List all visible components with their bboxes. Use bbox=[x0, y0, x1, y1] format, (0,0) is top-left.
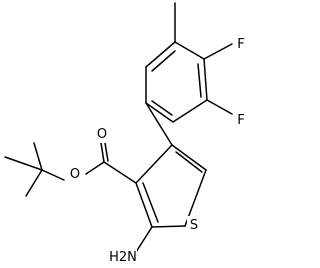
bond-c2-c3 bbox=[135, 182, 153, 228]
bond-ph-c4-c5 bbox=[203, 58, 208, 101]
bond-ph-c4-c5-inner bbox=[197, 63, 202, 98]
bond-c2-c3-double bbox=[142, 182, 159, 223]
thiophene-ring bbox=[135, 144, 207, 253]
bond-c3-c4 bbox=[135, 144, 173, 184]
bond-c-f-upper bbox=[203, 43, 233, 60]
bond-carbonyl-to-ring bbox=[103, 161, 137, 184]
bond-s-c2 bbox=[151, 225, 186, 228]
bond-ph-c5-c6 bbox=[172, 99, 208, 123]
bond-c4-c5 bbox=[171, 144, 207, 171]
bond-ph-c6-c1-inner bbox=[151, 100, 173, 116]
atom-fluorine-upper: F bbox=[237, 37, 244, 52]
bond-carbonyl-c-o-double-a bbox=[100, 142, 105, 163]
bond-ph-c2-c3 bbox=[145, 41, 176, 68]
bond-c2-n bbox=[135, 226, 153, 253]
molecule-structure: O O F F S H2N bbox=[4, 2, 249, 266]
atom-oxygen-ester: O bbox=[70, 167, 80, 182]
bond-ph-c6-c1 bbox=[145, 102, 174, 123]
atom-sulfur: S bbox=[190, 218, 198, 233]
bond-thiophene-to-phenyl bbox=[145, 102, 173, 146]
bond-c5-c5-double bbox=[175, 151, 203, 173]
atom-oxygen-carbonyl: O bbox=[97, 127, 107, 142]
bond-tbu-o bbox=[41, 169, 65, 181]
ester-group bbox=[85, 142, 137, 184]
bond-ph-c2-c3-inner bbox=[151, 50, 176, 72]
bond-tbu-methyl-top bbox=[33, 142, 43, 171]
atom-fluorine-lower: F bbox=[237, 113, 244, 128]
bond-ph-c3-c4 bbox=[174, 41, 205, 60]
bond-tbu-methyl-left bbox=[4, 156, 43, 171]
bond-o-carbonyl-carbon bbox=[85, 161, 105, 175]
bond-carbonyl-c-o-double-b bbox=[104, 142, 109, 162]
bond-c-f-lower bbox=[206, 99, 233, 115]
atom-amino: H2N bbox=[109, 250, 137, 265]
bond-tbu-methyl-bottom bbox=[25, 169, 43, 197]
atom-labels: O O F F S H2N bbox=[67, 35, 249, 266]
tert-butyl-group bbox=[4, 142, 65, 197]
phenyl-ring bbox=[145, 2, 233, 146]
